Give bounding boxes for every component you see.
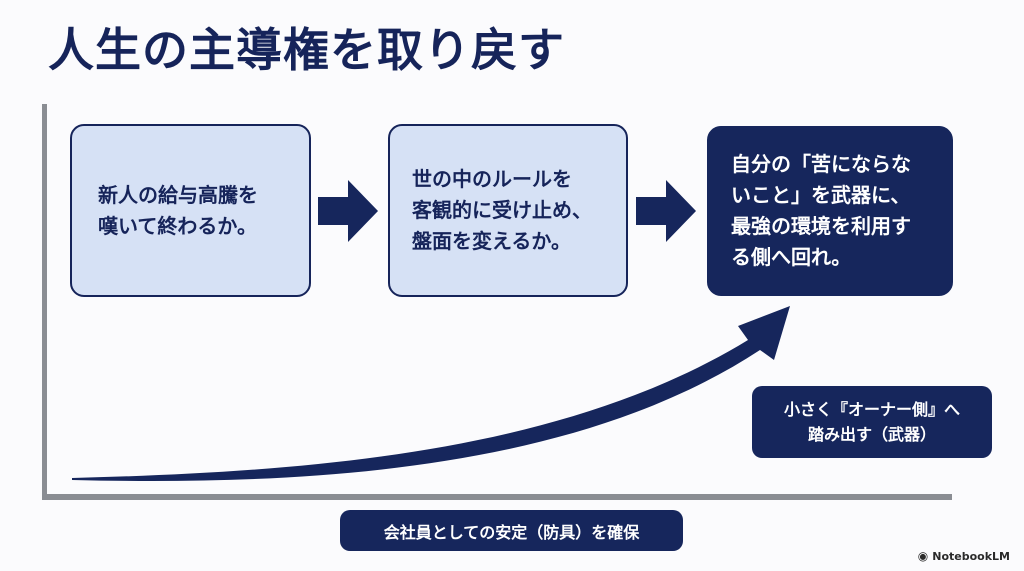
y-axis <box>42 104 47 498</box>
step-3-text: 自分の「苦にならな いこと」を武器に、 最強の環境を利用す る側へ回れ。 <box>731 149 911 273</box>
arrow-right-icon <box>636 180 696 242</box>
owner-step-label: 小さく『オーナー側』へ 踏み出す（武器） <box>752 386 992 458</box>
step-3-line: る側へ回れ。 <box>731 245 852 269</box>
arrow-right-icon <box>318 180 378 242</box>
step-1-text: 新人の給与高騰を 嘆いて終わるか。 <box>98 180 258 242</box>
step-2-line: 世の中のルールを <box>412 167 572 191</box>
step-2-line: 客観的に受け止め、 <box>412 198 592 222</box>
step-3-line: いこと」を武器に、 <box>731 183 911 207</box>
step-box-3: 自分の「苦にならな いこと」を武器に、 最強の環境を利用す る側へ回れ。 <box>707 126 953 296</box>
step-box-2: 世の中のルールを 客観的に受け止め、 盤面を変えるか。 <box>388 124 628 297</box>
x-axis <box>42 494 952 500</box>
watermark: ◉ NotebookLM <box>918 549 1010 563</box>
step-2-text: 世の中のルールを 客観的に受け止め、 盤面を変えるか。 <box>412 164 592 257</box>
step-1-line: 新人の給与高騰を <box>98 182 258 207</box>
owner-label-line: 小さく『オーナー側』へ <box>783 400 960 419</box>
page-title: 人生の主導権を取り戻す <box>48 23 565 77</box>
step-3-line: 最強の環境を利用す <box>731 214 911 238</box>
step-1-line: 嘆いて終わるか。 <box>98 213 257 238</box>
step-box-1: 新人の給与高騰を 嘆いて終わるか。 <box>70 124 311 297</box>
step-3-line: 自分の「苦にならな <box>731 152 911 176</box>
watermark-text: NotebookLM <box>932 549 1010 563</box>
notebooklm-logo-icon: ◉ <box>917 549 929 563</box>
baseline-label: 会社員としての安定（防具）を確保 <box>340 510 683 551</box>
step-2-line: 盤面を変えるか。 <box>412 229 571 253</box>
owner-label-line: 踏み出す（武器） <box>807 425 936 444</box>
